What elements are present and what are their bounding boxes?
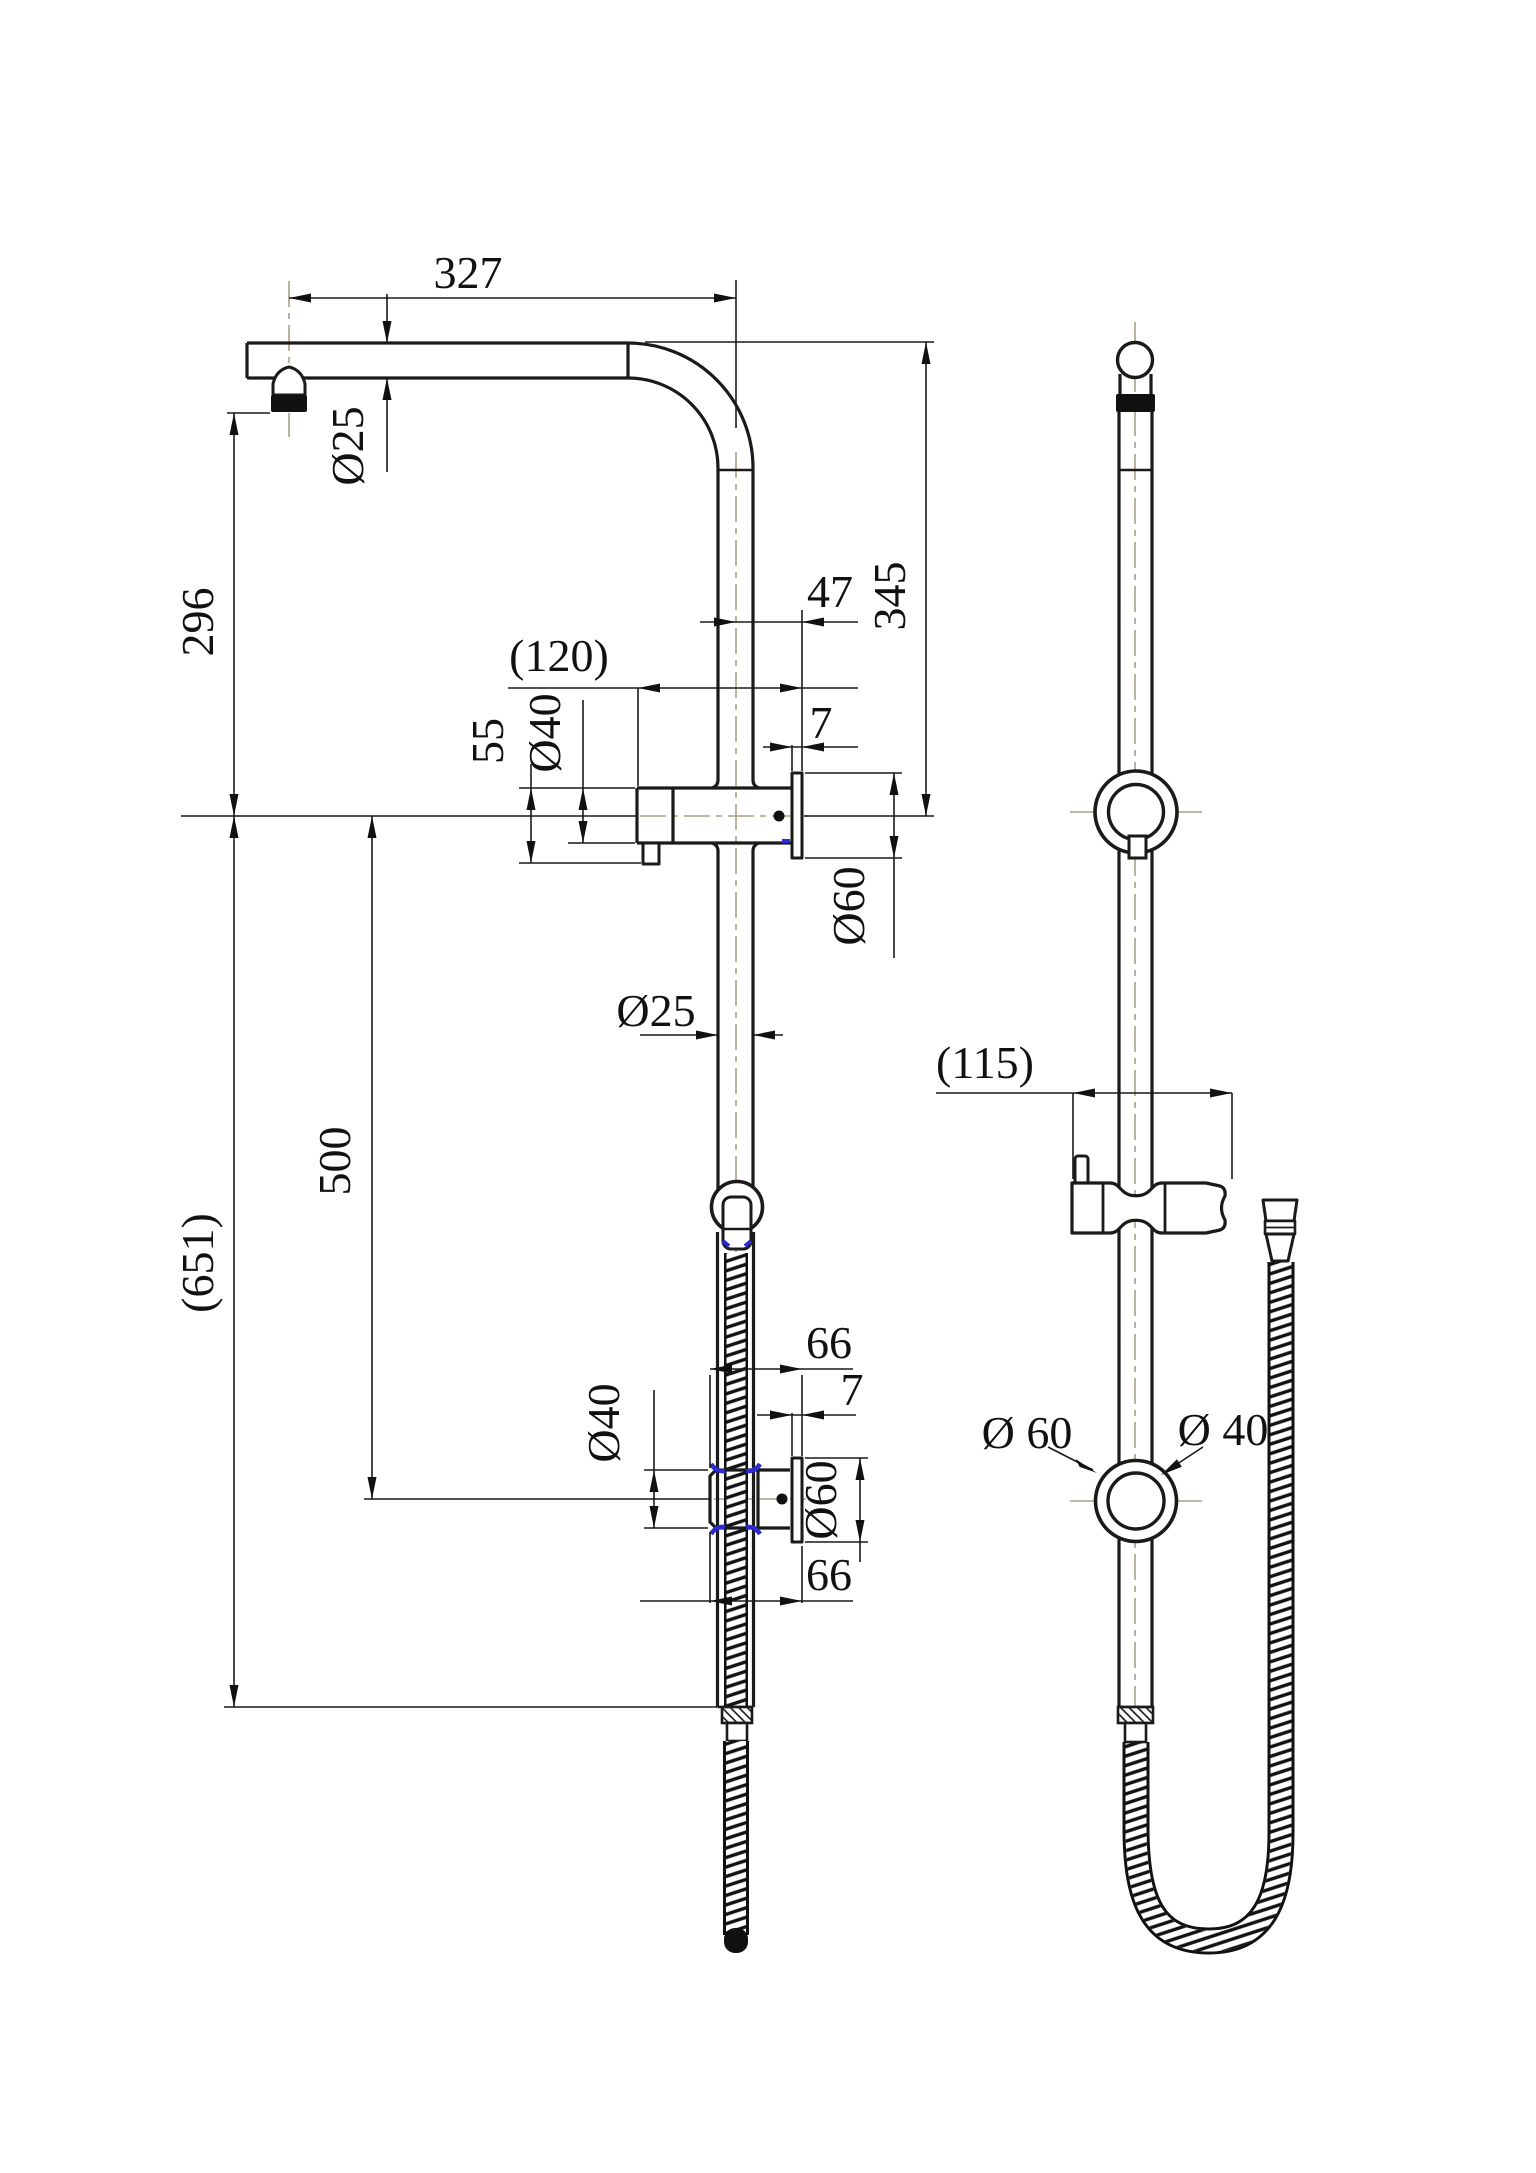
dim-label-25-arm: Ø25 xyxy=(322,406,373,485)
riser-left-edge xyxy=(711,468,720,790)
side-view xyxy=(245,341,804,1953)
dim-66top-ext xyxy=(709,1375,803,1468)
outlet-thread-block xyxy=(271,395,307,412)
upper-ring-tab xyxy=(1127,834,1148,860)
dim-label-345: 345 xyxy=(864,562,915,631)
blue-accent-bracket xyxy=(709,1462,762,1536)
hose-connector xyxy=(1261,1198,1299,1263)
hose-stub xyxy=(725,1721,749,1743)
dimension-arrows xyxy=(229,293,1232,1707)
dimension-lines xyxy=(181,280,1233,1708)
upper-ring xyxy=(1093,769,1179,860)
dim-60bot-ext xyxy=(805,1457,868,1543)
dim-label-40-bot: Ø40 xyxy=(578,1383,629,1462)
thread-band xyxy=(1116,394,1155,412)
rail-bottom-fitting-front xyxy=(1116,1705,1155,1744)
diverter-knob xyxy=(641,841,661,866)
dim-label-296: 296 xyxy=(172,588,223,657)
dim-40bot-ext xyxy=(644,1469,708,1529)
rail-top-outlet xyxy=(1115,340,1155,412)
upper-wall-flange xyxy=(790,771,804,860)
lower-ring xyxy=(1093,1458,1179,1544)
dim-label-25-pipe: Ø25 xyxy=(616,985,695,1036)
holder-ring xyxy=(709,1179,765,1251)
dim-label-60-top: Ø60 xyxy=(823,866,874,945)
dim-label-7-top: 7 xyxy=(810,697,833,748)
holder-cup xyxy=(721,1195,753,1251)
front-view xyxy=(1070,340,1299,1955)
diverter-body xyxy=(635,771,804,866)
dim-label-500: 500 xyxy=(309,1127,360,1196)
bracket-left-face xyxy=(708,1468,718,1530)
dim-label-40-top: Ø40 xyxy=(519,693,570,772)
dimension-labels: 327 296 (651) 500 Ø25 345 (120) 47 7 55 … xyxy=(172,247,1268,1600)
riser-right-edge xyxy=(751,468,760,790)
upper-screw-dot xyxy=(773,810,785,822)
dim-label-47: 47 xyxy=(807,566,853,617)
dim-60top-ext xyxy=(805,772,902,859)
dim-label-40-right: Ø 40 xyxy=(1178,1404,1269,1455)
handle-tab xyxy=(1073,1154,1090,1186)
arm-outlet xyxy=(271,365,307,412)
dim-label-120: (120) xyxy=(509,630,609,681)
outlet-dome xyxy=(271,365,307,397)
arm-outer-edge xyxy=(247,341,755,469)
dim-label-66-bot: 66 xyxy=(806,1549,852,1600)
dim-label-60-right: Ø 60 xyxy=(982,1407,1073,1458)
handle-body xyxy=(1070,1181,1227,1235)
hose-end-cap xyxy=(724,1928,748,1953)
hose-loop xyxy=(1122,1262,1295,1955)
riser-left-edge-lower xyxy=(711,841,720,1190)
arm-inner-edge xyxy=(247,376,720,469)
handle-joints xyxy=(1101,1183,1167,1233)
lower-screw-dot xyxy=(776,1493,788,1505)
blue-accent-holder xyxy=(721,1239,753,1248)
dim-label-651: (651) xyxy=(172,1213,223,1313)
riser-right-edge-lower xyxy=(751,841,760,1190)
dim-label-60-bot: Ø60 xyxy=(795,1460,846,1539)
dim-66bot-ext xyxy=(709,1532,803,1603)
dim-label-66-top: 66 xyxy=(806,1317,852,1368)
dim-label-327: 327 xyxy=(434,247,503,298)
dim-115-ext xyxy=(1072,1093,1233,1179)
free-hose-left xyxy=(723,1741,749,1953)
dim-55-ext xyxy=(519,787,641,864)
dim-label-55: 55 xyxy=(462,718,513,764)
lower-wall-flange xyxy=(790,1456,804,1544)
rail-bottom-fitting xyxy=(720,1705,754,1743)
crosshairs xyxy=(1070,811,1202,1502)
dim-label-7-bot: 7 xyxy=(841,1364,864,1415)
slider-handle xyxy=(1070,1154,1227,1235)
dim-label-115: (115) xyxy=(936,1037,1034,1088)
